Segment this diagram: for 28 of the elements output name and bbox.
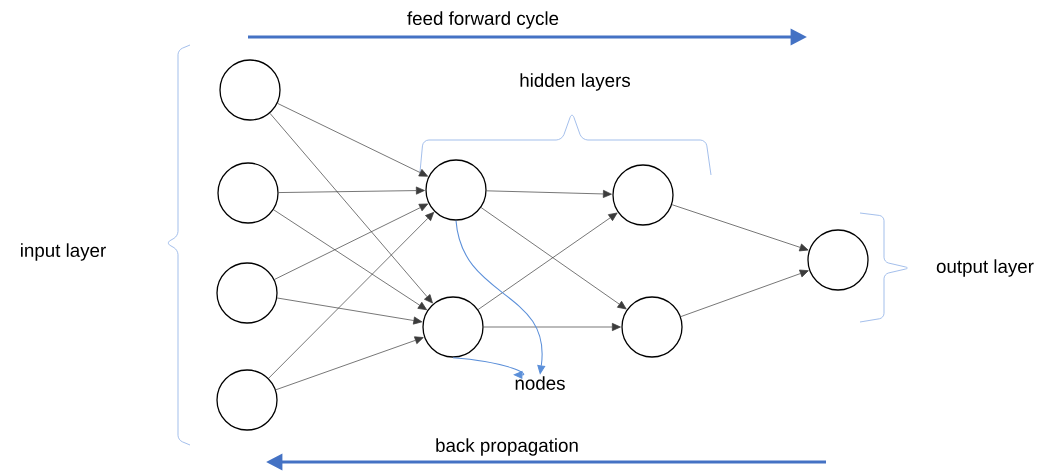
text-label: output layer [936,259,1034,277]
text-label: hidden layers [520,73,631,91]
arrow [269,112,433,304]
arrow [273,209,427,311]
neuron-circle [219,59,281,121]
text-label: back propagation [436,438,578,456]
arrow [274,203,429,280]
neuron-circle [217,162,279,224]
neuron-circle [425,159,487,221]
neuron-circle [621,296,683,358]
arrow [275,336,424,391]
arrow [278,186,425,195]
neuron-circle [612,164,674,226]
arrow [486,189,612,198]
text-label: input layer [21,243,106,261]
node-label: nodes [515,376,565,390]
arrow [483,323,621,331]
neuron-circle [216,369,278,431]
arrow [268,212,435,379]
leader-line [452,357,525,380]
arrow [277,103,428,177]
arrow [671,204,809,252]
arrow [680,269,809,317]
neuron-circle [422,296,484,358]
neuron-circle [807,229,869,291]
text-label: feed forward cycle [407,11,559,29]
arrow [276,297,423,325]
neuron-circle [216,262,278,324]
